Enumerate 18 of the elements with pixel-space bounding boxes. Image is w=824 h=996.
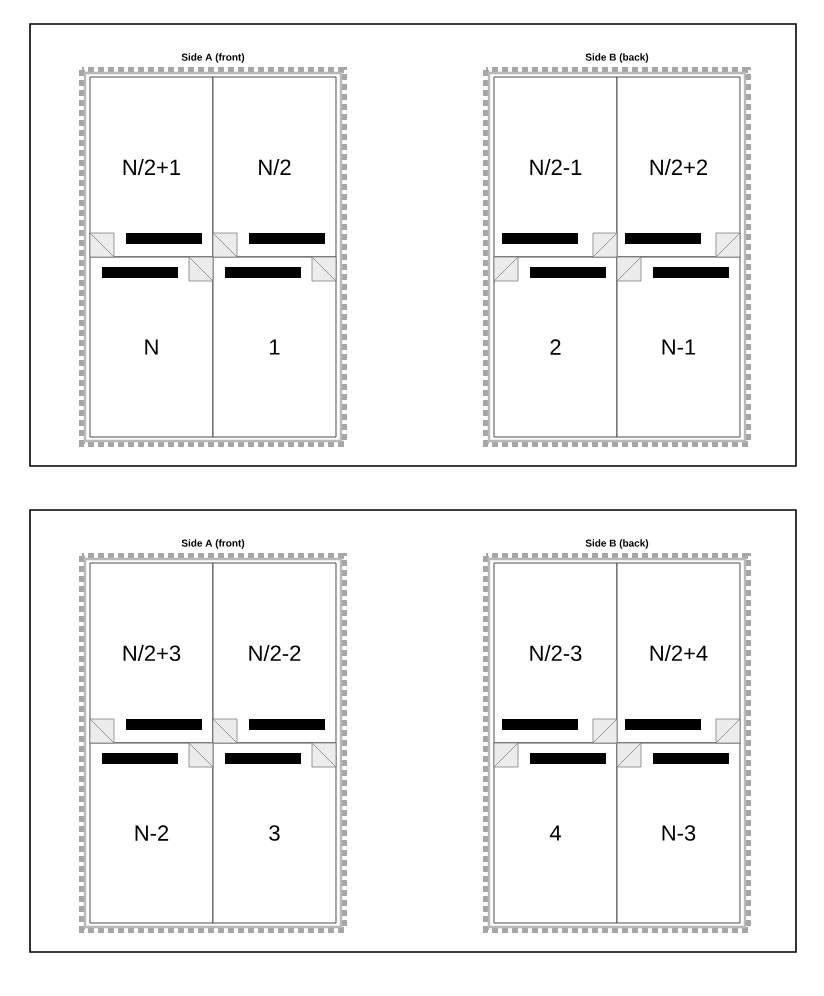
page-box: N/2 (212, 76, 337, 258)
page-box: N/2-1 (493, 76, 618, 258)
page-box: N-2 (89, 742, 214, 924)
page-box: N (89, 256, 214, 438)
page-box: 4 (493, 742, 618, 924)
panel-frame (29, 509, 797, 953)
page-box: N-1 (616, 256, 741, 438)
page-box: N/2-2 (212, 562, 337, 744)
page-box: N-3 (616, 742, 741, 924)
page-box: 1 (212, 256, 337, 438)
page-box: N/2+1 (89, 76, 214, 258)
panel-frame (29, 23, 797, 467)
page-box: 2 (493, 256, 618, 438)
page-box: N/2-3 (493, 562, 618, 744)
page-box: N/2+2 (616, 76, 741, 258)
page-box: 3 (212, 742, 337, 924)
page-box: N/2+3 (89, 562, 214, 744)
page-box: N/2+4 (616, 562, 741, 744)
